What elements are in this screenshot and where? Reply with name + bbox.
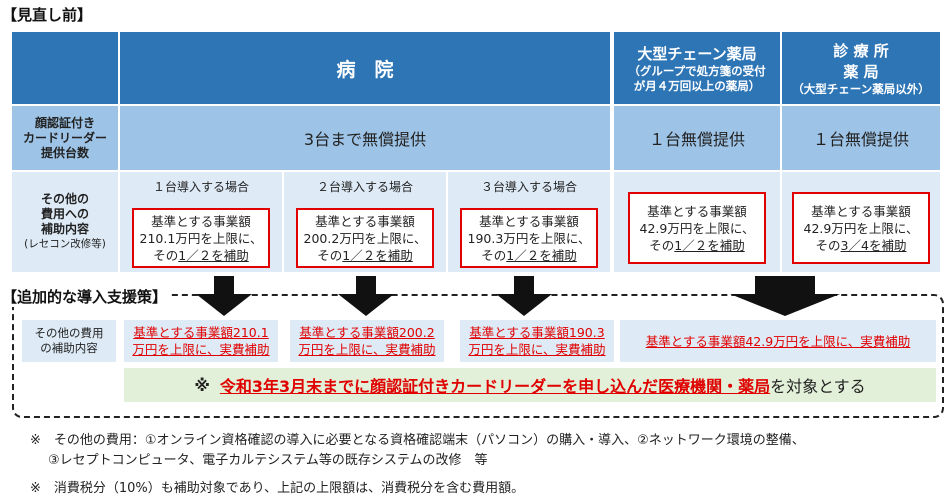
- subsidy-clinic-box: 基準とする事業額 42.9万円を上限に、 その3／4を補助: [792, 192, 930, 264]
- additional-cell-3: 基準とする事業額190.3 万円を上限に、実費補助: [460, 320, 614, 362]
- subsidy-case-box: 基準とする事業額 200.2万円を上限に、 その1／２を補助: [296, 208, 434, 268]
- box-line3-frac: 1／２を補助: [342, 247, 413, 263]
- card-reader-hospital: 3台まで無償提供: [120, 106, 610, 170]
- box-line3-frac: 1／２を補助: [674, 237, 745, 253]
- card-reader-chain: １台無償提供: [614, 106, 780, 170]
- box-line3-pre: その: [815, 237, 841, 253]
- note-1-line-2: ③レセプトコンピュータ、電子カルテシステム等の既存システムの改修 等: [48, 453, 488, 468]
- additional-cell-2: 基準とする事業額200.2 万円を上限に、実費補助: [290, 320, 444, 362]
- box-line2: 190.3万円を上限に、: [467, 230, 591, 246]
- additional-cell-line2: 万円を上限に、実費補助: [298, 342, 436, 357]
- additional-cell-line1: 基準とする事業額190.3: [469, 325, 605, 340]
- box-line3: その1／２を補助: [649, 237, 744, 254]
- additional-cell-line2: 万円を上限に、実費補助: [132, 342, 270, 357]
- box-line3: その3／4を補助: [816, 237, 907, 254]
- row-label-subsidy: その他の 費用への 補助内容 (レセコン改修等): [12, 172, 118, 272]
- row-label-subsidy-2: 費用への: [40, 207, 89, 221]
- header-chain-pharmacy: 大型チェーン薬局 （グループで処方箋の受付 が月４万回以上の薬局）: [614, 32, 780, 104]
- additional-cell-pharmacy: 基準とする事業額42.9万円を上限に、実費補助: [620, 320, 936, 362]
- additional-cell-line1: 基準とする事業額210.1: [133, 325, 269, 340]
- box-line3-pre: その: [649, 237, 675, 253]
- header-clinic: 診 療 所 薬 局 （大型チェーン薬局以外）: [782, 32, 940, 104]
- down-arrow-icon: [196, 276, 252, 316]
- header-hospital: 病 院: [120, 32, 610, 104]
- row-label-card-reader-1: 顔認証付き: [34, 115, 95, 130]
- box-line3-frac: 1／２を補助: [178, 247, 249, 263]
- condition-text: 令和3年3月末までに顔認証付きカードリーダーを申し込んだ医療機関・薬局: [219, 377, 771, 396]
- box-line3-frac: 1／２を補助: [506, 247, 577, 263]
- section-title-before: 【見直し前】: [2, 6, 93, 24]
- box-line2: 42.9万円を上限に、: [803, 220, 919, 236]
- box-line1: 基準とする事業額: [479, 213, 579, 229]
- subsidy-case-heading: ２台導入する場合: [316, 180, 413, 194]
- additional-label: その他の費用 の補助内容: [22, 320, 116, 362]
- row-label-card-reader-2: カードリーダー: [22, 130, 107, 145]
- condition-tail: を対象とする: [770, 377, 866, 396]
- additional-cell-line2: 万円を上限に、実費補助: [468, 342, 606, 357]
- additional-cell-line1: 基準とする事業額200.2: [299, 325, 435, 340]
- row-label-subsidy-4: (レセコン改修等): [24, 238, 106, 250]
- additional-label-2: の補助内容: [40, 341, 98, 355]
- subsidy-case-3: ３台導入する場合 基準とする事業額 190.3万円を上限に、 その1／２を補助: [448, 172, 610, 272]
- header-chain-sub1: （グループで処方箋の受付: [628, 63, 766, 78]
- subsidy-chain-box: 基準とする事業額 42.9万円を上限に、 その1／２を補助: [628, 192, 766, 264]
- box-line3-pre: その: [153, 247, 179, 263]
- subsidy-chain: 基準とする事業額 42.9万円を上限に、 その1／２を補助: [614, 172, 780, 272]
- subsidy-case-1: １台導入する場合 基準とする事業額 210.1万円を上限に、 その1／２を補助: [120, 172, 282, 272]
- box-line3: その1／２を補助: [481, 247, 576, 264]
- row-label-card-reader-3: 提供台数: [40, 145, 89, 160]
- condition-banner: ※ 令和3年3月末までに顔認証付きカードリーダーを申し込んだ医療機関・薬局 を対…: [124, 368, 936, 402]
- box-line1: 基準とする事業額: [811, 203, 911, 219]
- row-label-subsidy-1: その他の: [40, 192, 89, 206]
- down-arrow-icon: [338, 276, 394, 316]
- box-line3-pre: その: [317, 247, 343, 263]
- row-label-subsidy-3: 補助内容: [40, 222, 89, 236]
- subsidy-case-heading: ３台導入する場合: [480, 180, 577, 194]
- down-arrow-icon: [496, 276, 552, 316]
- box-line3: その1／２を補助: [153, 247, 248, 264]
- additional-label-1: その他の費用: [34, 326, 104, 340]
- condition-mark: ※: [194, 375, 210, 395]
- header-chain-sub2: が月４万回以上の薬局）: [633, 78, 761, 93]
- subsidy-case-box: 基準とする事業額 190.3万円を上限に、 その1／２を補助: [460, 208, 598, 268]
- note-2: ※ 消費税分（10%）も補助対象であり、上記の上限額は、消費税分を含む費用額。: [30, 481, 525, 496]
- header-clinic-title2: 薬 局: [843, 62, 879, 81]
- additional-measures-frame: [12, 294, 944, 418]
- box-line2: 200.2万円を上限に、: [303, 230, 427, 246]
- header-chain-title: 大型チェーン薬局: [637, 44, 757, 63]
- row-label-card-reader: 顔認証付き カードリーダー 提供台数: [12, 106, 118, 170]
- subsidy-case-2: ２台導入する場合 基準とする事業額 200.2万円を上限に、 その1／２を補助: [284, 172, 446, 272]
- box-line3-pre: その: [481, 247, 507, 263]
- box-line2: 42.9万円を上限に、: [639, 220, 755, 236]
- subsidy-case-heading: １台導入する場合: [152, 180, 249, 194]
- box-line3: その1／２を補助: [317, 247, 412, 264]
- box-line1: 基準とする事業額: [151, 213, 251, 229]
- subsidy-clinic: 基準とする事業額 42.9万円を上限に、 その3／4を補助: [782, 172, 940, 272]
- down-arrow-icon: [730, 276, 840, 316]
- additional-cell-1: 基準とする事業額210.1 万円を上限に、実費補助: [124, 320, 278, 362]
- subsidy-case-box: 基準とする事業額 210.1万円を上限に、 その1／２を補助: [132, 208, 270, 268]
- header-corner: [12, 32, 118, 104]
- note-1-line-1: ※ その他の費用：①オンライン資格確認の導入に必要となる資格確認端末（パソコン）…: [30, 433, 805, 448]
- box-line2: 210.1万円を上限に、: [139, 230, 263, 246]
- box-line1: 基準とする事業額: [315, 213, 415, 229]
- card-reader-clinic: １台無償提供: [782, 106, 940, 170]
- box-line1: 基準とする事業額: [647, 203, 747, 219]
- box-line3-frac: 3／4を補助: [840, 237, 907, 253]
- header-clinic-sub: （大型チェーン薬局以外）: [792, 81, 930, 96]
- header-clinic-title1: 診 療 所: [833, 41, 889, 60]
- section-title-additional: 【追加的な導入支援策】: [2, 286, 172, 307]
